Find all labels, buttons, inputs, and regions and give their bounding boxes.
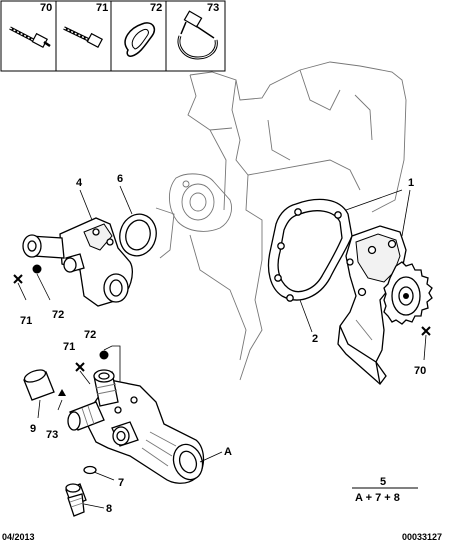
thermostat-housing[interactable] — [22, 217, 133, 307]
coolant-outlet-housing[interactable] — [67, 369, 207, 484]
callout-72-upper: 72 — [52, 309, 64, 321]
cross-marker-icon — [75, 362, 85, 372]
pump-sprocket — [383, 261, 433, 325]
header-ref-70: 70 — [40, 2, 52, 14]
header-ref-72: 72 — [150, 2, 162, 14]
bleed-screw[interactable] — [65, 483, 87, 517]
callout-4: 4 — [76, 177, 83, 189]
callout-71-lower: 71 — [63, 341, 75, 353]
callout-71-upper: 71 — [20, 315, 32, 327]
header-cell-71[interactable]: 71 — [55, 0, 112, 72]
header-cell-70[interactable]: 70 — [0, 0, 57, 72]
footer: 04/2013 00033127 — [2, 532, 442, 542]
small-seal[interactable] — [83, 465, 97, 475]
triangle-marker-icon — [58, 389, 66, 396]
callout-70: 70 — [414, 365, 426, 377]
callout-7: 7 — [118, 477, 124, 489]
bolt-icon — [63, 26, 103, 49]
callout-A: A — [224, 446, 232, 458]
dot-marker-icon — [32, 264, 42, 274]
hose-clamp-icon — [177, 10, 218, 60]
bolt-icon — [9, 26, 51, 49]
formula-top: 5 — [380, 476, 386, 488]
cross-marker-icon — [421, 326, 431, 336]
header-parts: 70 71 72 — [0, 0, 226, 72]
water-pump-gasket[interactable] — [267, 198, 353, 302]
dot-marker-icon — [99, 350, 109, 360]
header-cell-72[interactable]: 72 — [110, 0, 167, 72]
cross-marker-icon — [13, 274, 23, 284]
engine-block-outline — [155, 61, 407, 381]
formula-bottom: A + 7 + 8 — [355, 492, 400, 504]
kit-formula: 5 A + 7 + 8 — [355, 476, 400, 504]
callout-6: 6 — [117, 173, 123, 185]
callout-73: 73 — [46, 429, 58, 441]
header-ref-71: 71 — [96, 2, 108, 14]
callout-2: 2 — [312, 333, 318, 345]
callout-1: 1 — [408, 177, 414, 189]
callout-72-lower: 72 — [84, 329, 96, 341]
callout-9: 9 — [30, 423, 36, 435]
header-cell-73[interactable]: 73 — [165, 0, 226, 72]
header-ref-73: 73 — [207, 2, 219, 14]
gasket-icon — [124, 22, 156, 57]
footer-date: 04/2013 — [2, 532, 35, 542]
markers — [13, 264, 431, 396]
footer-code: 00033127 — [402, 532, 442, 542]
o-ring-seal[interactable] — [115, 210, 161, 260]
callout-labels: 1 2 4 6 71 72 71 72 9 73 7 8 70 A — [20, 173, 426, 515]
leader-lines — [17, 185, 427, 509]
blanking-cap[interactable] — [23, 368, 55, 401]
callout-8: 8 — [106, 503, 112, 515]
water-pump[interactable] — [337, 225, 433, 385]
